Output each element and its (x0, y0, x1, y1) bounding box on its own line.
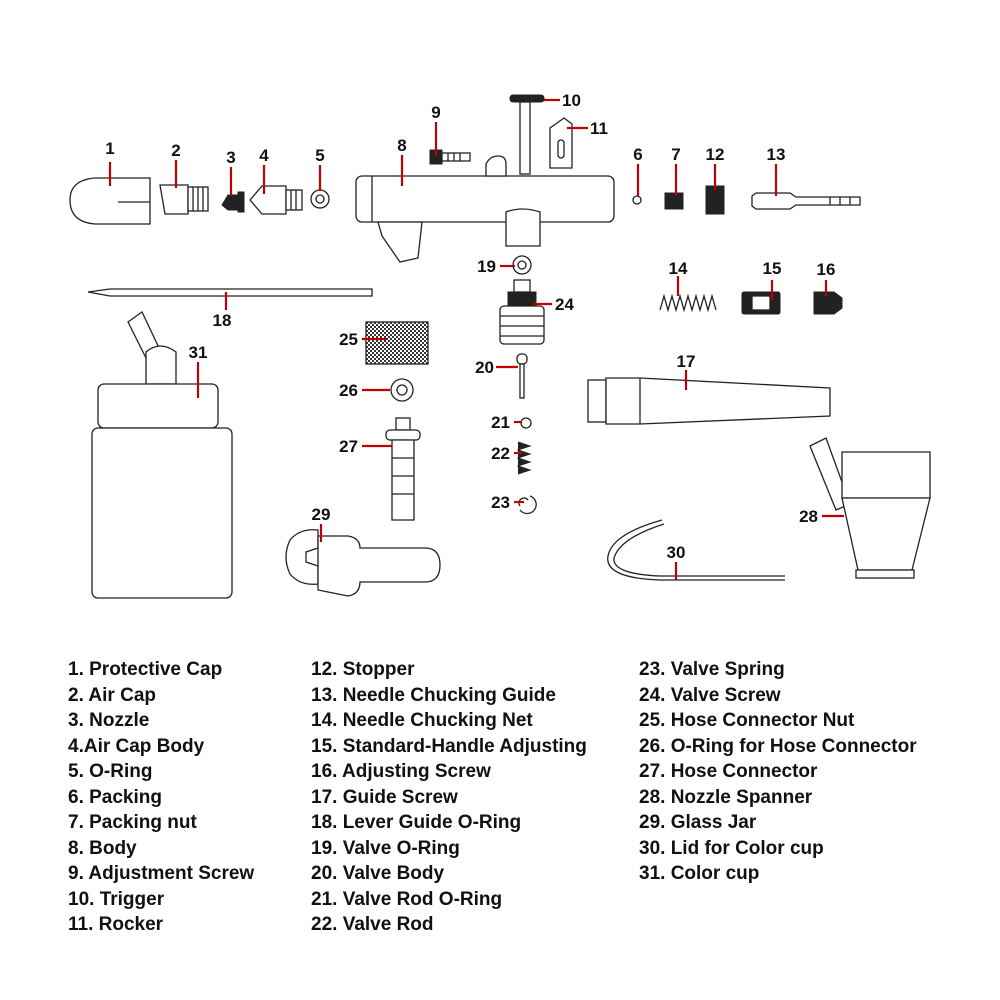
callout-5: 5 (315, 146, 324, 165)
part-21-valve-rod-o-ring (520, 417, 532, 429)
callout-11: 11 (590, 119, 608, 138)
part-12-stopper (705, 185, 725, 215)
part-23-valve-spring (518, 495, 537, 515)
legend-item: 19. Valve O-Ring (311, 837, 460, 859)
legend-item: 7. Packing nut (68, 812, 197, 833)
callout-1: 1 (105, 139, 114, 158)
part-16-adjusting-screw (813, 291, 843, 315)
callout-17: 17 (677, 352, 696, 371)
legend-item: 14. Needle Chucking Net (311, 710, 533, 731)
part-13-needle-chucking-guide (751, 192, 861, 210)
callout-3: 3 (226, 148, 235, 167)
callout-31: 31 (189, 343, 208, 362)
part-1-protective-cap (69, 177, 151, 225)
legend-item: 20. Valve Body (311, 863, 445, 884)
legend-item: 25. Hose Connector Nut (639, 710, 855, 731)
part-28-nozzle-spanner (809, 437, 931, 579)
part-31-color-cup (91, 311, 233, 599)
callout-20: 20 (475, 358, 494, 377)
part-2-air-cap (159, 184, 209, 215)
callout-25: 25 (339, 330, 358, 349)
legend-item: 15. Standard-Handle Adjusting (311, 735, 587, 757)
exploded-parts-diagram: 1 2 3 4 5 6 7 8 9 10 11 12 13 14 15 16 1… (69, 91, 931, 599)
part-20-valve-body (516, 353, 528, 399)
part-3-nozzle (221, 191, 245, 213)
leader-lines (108, 98, 844, 580)
legend-item: 11. Rocker (68, 914, 164, 935)
part-4-air-cap-body (249, 185, 303, 215)
legend-item: 4.Air Cap Body (68, 735, 205, 757)
legend-item: 28. Nozzle Spanner (639, 786, 813, 808)
legend-column-2: 12. Stopper 13. Needle Chucking Guide 14… (311, 657, 587, 938)
callout-19: 19 (477, 257, 496, 276)
callout-16: 16 (817, 260, 836, 279)
legend-item: 12. Stopper (311, 659, 415, 680)
legend-item: 23. Valve Spring (639, 659, 785, 680)
callout-28: 28 (799, 507, 818, 526)
callout-6: 6 (633, 145, 642, 164)
callout-30: 30 (667, 543, 686, 562)
part-6-packing (632, 195, 642, 205)
callout-22: 22 (491, 444, 510, 463)
part-27-hose-connector (385, 417, 421, 521)
legend-item: 24. Valve Screw (639, 684, 781, 706)
callout-10: 10 (562, 91, 581, 110)
part-30-lid (607, 519, 785, 581)
legend-item: 27. Hose Connector (639, 761, 818, 782)
callout-7: 7 (671, 145, 680, 164)
legend-column-3: 23. Valve Spring 24. Valve Screw 25. Hos… (639, 657, 917, 887)
legend-item: 3. Nozzle (68, 710, 150, 731)
part-17-guide-screw (587, 377, 831, 425)
callout-23: 23 (491, 493, 510, 512)
part-11-rocker (549, 117, 573, 169)
part-24-valve-screw (499, 279, 545, 345)
callout-18: 18 (213, 311, 232, 330)
legend-item: 22. Valve Rod (311, 914, 434, 935)
part-26-o-ring-hose (390, 378, 414, 402)
part-15-handle-adjusting (741, 291, 781, 315)
legend-item: 26. O-Ring for Hose Connector (639, 735, 917, 757)
callout-21: 21 (491, 413, 510, 432)
legend-item: 18. Lever Guide O-Ring (311, 812, 522, 833)
callout-29: 29 (312, 505, 331, 524)
legend-item: 9. Adjustment Screw (68, 863, 255, 884)
callout-9: 9 (431, 103, 440, 122)
legend-item: 6. Packing (68, 786, 162, 808)
callout-12: 12 (706, 145, 725, 164)
legend-item: 8. Body (68, 837, 137, 859)
callout-14: 14 (669, 259, 688, 278)
callout-15: 15 (763, 259, 782, 278)
part-29-wrench (285, 529, 441, 597)
callout-27: 27 (339, 437, 358, 456)
callout-4: 4 (259, 146, 269, 165)
part-22-valve-rod (516, 441, 532, 475)
legend-item: 1. Protective Cap (68, 659, 223, 680)
part-7-packing-nut (664, 192, 684, 210)
legend-item: 29. Glass Jar (639, 812, 757, 833)
legend-item: 21. Valve Rod O-Ring (311, 888, 503, 910)
legend-item: 10. Trigger (68, 888, 165, 910)
legend-item: 31. Color cup (639, 863, 760, 884)
part-5-o-ring (310, 189, 330, 209)
callout-26: 26 (339, 381, 358, 400)
part-18-needle (87, 288, 373, 297)
legend-item: 30. Lid for Color cup (639, 837, 824, 859)
legend-item: 17. Guide Screw (311, 786, 458, 808)
legend-item: 13. Needle Chucking Guide (311, 684, 556, 706)
callout-2: 2 (171, 141, 180, 160)
callout-24: 24 (555, 295, 574, 314)
legend-item: 2. Air Cap (68, 684, 156, 706)
part-14-spring (659, 293, 717, 313)
legend-item: 16. Adjusting Screw (311, 761, 491, 782)
part-10-trigger (509, 94, 545, 175)
part-8-body (355, 155, 615, 263)
legend-item: 5. O-Ring (68, 761, 153, 782)
part-19-valve-o-ring (512, 255, 532, 275)
legend-column-1: 1. Protective Cap 2. Air Cap 3. Nozzle 4… (68, 657, 254, 938)
callout-8: 8 (397, 136, 406, 155)
part-25-hose-connector-nut (365, 321, 429, 365)
callout-13: 13 (767, 145, 786, 164)
